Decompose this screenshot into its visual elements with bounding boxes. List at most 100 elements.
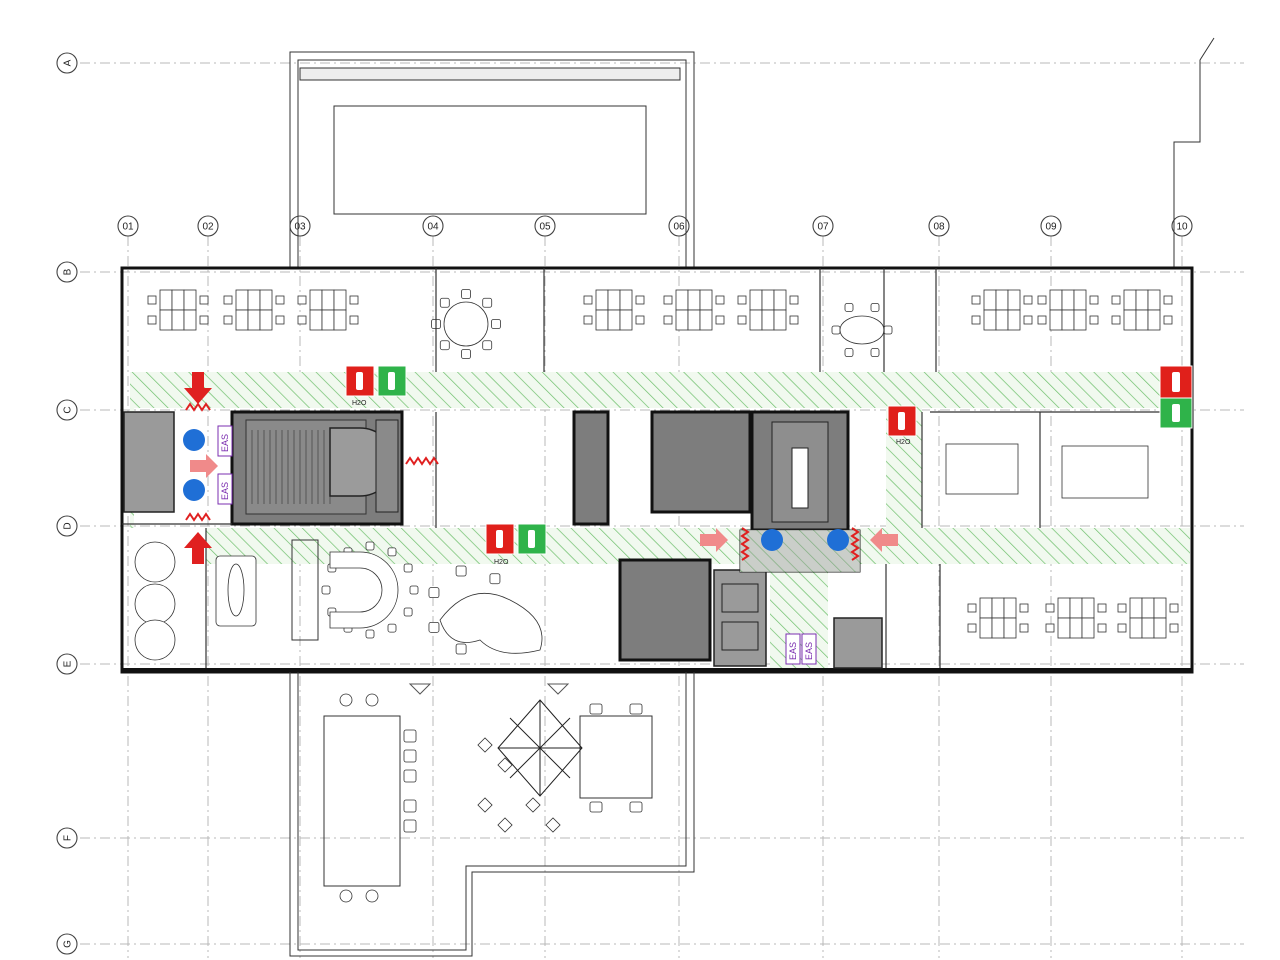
escape-arrow-icon [184,372,212,404]
desk-cluster [583,289,645,331]
central-core [572,410,883,669]
eas-markers: EAS EAS EAS EAS [217,425,817,665]
meeting-rooms [134,301,1149,661]
door-marker [740,527,750,561]
fire-extinguisher-icon [345,365,375,397]
grid-label-column: 05 [539,222,551,233]
assembly-points [183,429,849,551]
desk-cluster [1045,597,1107,639]
grid-bubble-row [56,827,78,849]
sign-label-h2o: H2O [896,439,911,446]
terrace-chair [629,703,643,715]
door-marker [185,402,211,412]
grid-label-column: 01 [122,222,134,233]
fire-extinguisher-icon [485,523,515,555]
grid-bubble-row [56,653,78,675]
door-marker [185,512,211,522]
grid-label-column: 02 [202,222,214,233]
escape-arrow-icon [190,454,218,478]
escape-arrow-icon [700,528,728,552]
grid-label-row: A [63,59,74,66]
terrace-chair [589,801,603,813]
terrace-chair [403,749,417,763]
door-marker [405,456,439,466]
desk-cluster [147,289,209,331]
door-marker [850,527,860,561]
desk-cluster [1037,289,1099,331]
assembly-point-icon [183,429,205,451]
grid-bubble-row [56,52,78,74]
desk-cluster [223,289,285,331]
terrace-chair [403,769,417,783]
grid-label-row: F [63,835,74,841]
terrace-chair [403,819,417,833]
grid-bubble-row [56,399,78,421]
assembly-point-icon [183,479,205,501]
terrace-chair [525,797,541,813]
fire-extinguisher-icon [887,405,917,437]
grid-label-column: 08 [933,222,945,233]
sign-label-h2o: H2O [352,400,367,407]
grid-label-row: D [63,522,74,529]
assembly-point-icon [827,529,849,551]
desk-cluster [1111,289,1173,331]
terrace-chair [497,817,513,833]
desk-cluster [967,597,1029,639]
west-stair-core [123,410,404,526]
grid-label-column: 10 [1176,222,1188,233]
safety-signs: H2O H2O H2O [345,365,1193,566]
chair-group [831,303,893,357]
exit-sign-icon [377,365,407,397]
umbrella-icon [497,699,583,797]
grid-bubble-column [117,215,139,237]
terrace-chair [339,693,353,707]
desk-cluster [971,289,1033,331]
grid-label-column: 07 [817,222,829,233]
assembly-point-icon [761,529,783,551]
terrace-chair [403,729,417,743]
grid-bubble-column [197,215,219,237]
grid-label-row: C [63,406,74,413]
grid-bubble-row [56,261,78,283]
grid-label-row: E [63,660,74,667]
lower-terrace [289,672,695,957]
grid-bubble-column [1171,215,1193,237]
terrace-chair [497,757,513,773]
terrace-chair [477,797,493,813]
eas-label: EAS [220,482,230,500]
escape-arrow-icon [184,532,212,564]
chair-group [431,289,501,359]
terrace-chair [629,801,643,813]
terrace-chair [589,703,603,715]
desk-cluster [663,289,725,331]
upper-terrace [289,37,1215,268]
exit-sign-icon [517,523,547,555]
desk-cluster [1117,597,1179,639]
grid-label-row: B [63,268,74,275]
building-outline [120,266,1194,674]
grid-bubble-column [1040,215,1062,237]
grid-label-column: 04 [427,222,439,233]
fire-hose-icon [1159,365,1193,399]
grid-label-column: 09 [1045,222,1057,233]
terrace-chair [339,889,353,903]
grid-label-column: 06 [673,222,685,233]
eas-label: EAS [220,434,230,452]
terrace-chair [403,799,417,813]
grid-bubble-column [668,215,690,237]
grid-bubble-column [812,215,834,237]
desk-cluster [297,289,359,331]
terrace-chair [545,817,561,833]
grid-bubble-column [422,215,444,237]
workstation-clusters [147,289,1179,655]
grid-bubble-column [534,215,556,237]
interior-partitions [122,268,1190,668]
eas-label: EAS [804,642,814,660]
exit-sign-icon [1159,397,1193,429]
sign-label-h2o: H2O [494,559,509,566]
eas-label: EAS [788,642,798,660]
desk-cluster [737,289,799,331]
